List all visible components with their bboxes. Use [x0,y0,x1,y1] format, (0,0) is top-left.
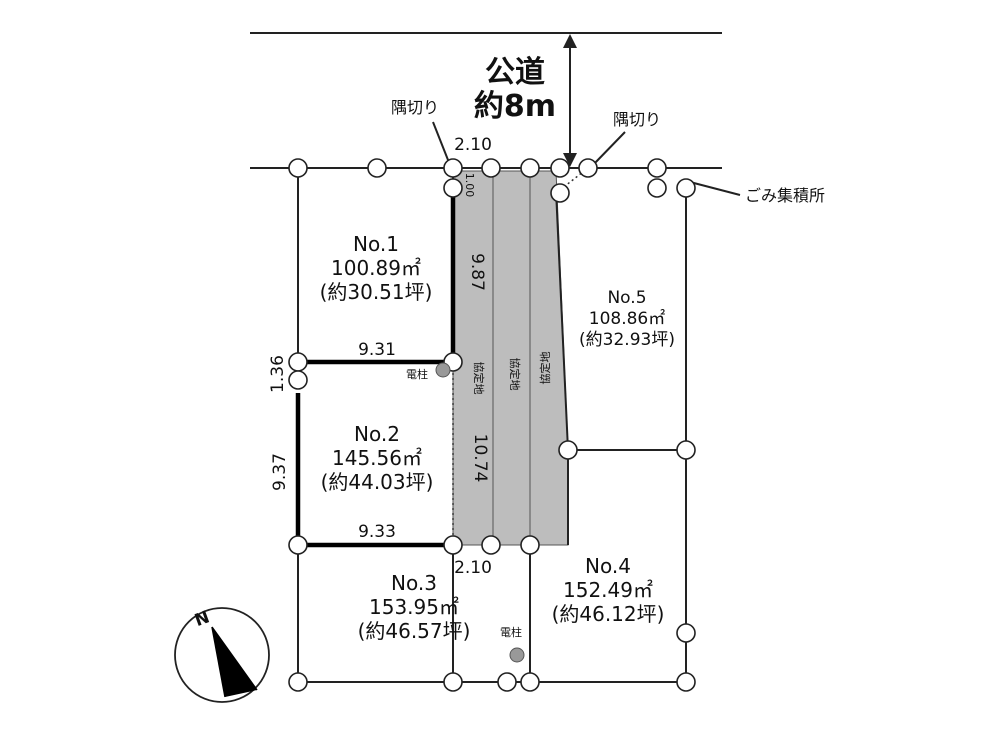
north-label: N [192,607,212,631]
lot-5: No.5 108.86㎡ (約32.93坪) [579,288,675,350]
lot-number: No.4 [585,554,631,578]
strip-label-1: 協定地 [472,362,486,395]
garbage-leader [689,181,741,196]
lot-number: No.1 [353,232,399,256]
lot-area: 153.95㎡ [369,595,459,619]
lot-number: No.5 [607,288,646,308]
dim-corner: 1.00 [463,173,476,198]
lot-area: 100.89㎡ [331,256,421,280]
utility-pole-2 [509,647,525,663]
dim-bottom-width: 2.10 [454,558,492,578]
road-width: 約8m [474,89,556,124]
dim-lot1-bottom: 9.31 [358,340,396,360]
dim-left-short: 1.36 [268,355,288,393]
utility-pole-1 [435,362,451,378]
garbage-label: ごみ集積所 [745,186,825,205]
lot-tsubo: (約32.93坪) [579,330,675,350]
corner-cut-left-label: 隅切り [391,98,439,117]
lot-number: No.2 [354,422,400,446]
lot-tsubo: (約46.57坪) [358,619,471,643]
strip-label-3: 協定地 [538,352,552,385]
utility-pole-label-1: 電柱 [406,367,428,381]
corner-cut-left-leader [432,121,451,166]
lot-number: No.3 [391,571,437,595]
lot-area: 145.56㎡ [332,446,422,470]
dim-strip-upper: 9.87 [467,253,487,291]
lot-4: No.4 152.49㎡ (約46.12坪) [552,554,665,626]
corner-cut-right-leader [592,131,626,166]
lot-3: No.3 153.95㎡ (約46.57坪) [358,571,471,643]
corner-cut-right-label: 隅切り [613,110,661,129]
strip-label-2: 協定地 [508,358,522,391]
dim-strip-lower: 10.74 [470,434,490,483]
lot-area: 108.86㎡ [589,309,665,329]
road-name: 公道 [485,55,545,90]
dim-top-width: 2.10 [454,135,492,155]
north-compass: N [174,607,270,703]
lot-tsubo: (約44.03坪) [321,470,434,494]
lot-tsubo: (約30.51坪) [320,280,433,304]
lot-tsubo: (約46.12坪) [552,602,665,626]
road-width-arrow [563,34,577,167]
dim-left-long: 9.37 [270,453,290,491]
dim-lot2-bottom: 9.33 [358,522,396,542]
utility-pole-label-2: 電柱 [500,625,522,639]
lot-2: No.2 145.56㎡ (約44.03坪) [321,422,434,494]
lot-area: 152.49㎡ [563,578,653,602]
lot-1: No.1 100.89㎡ (約30.51坪) [320,232,433,304]
